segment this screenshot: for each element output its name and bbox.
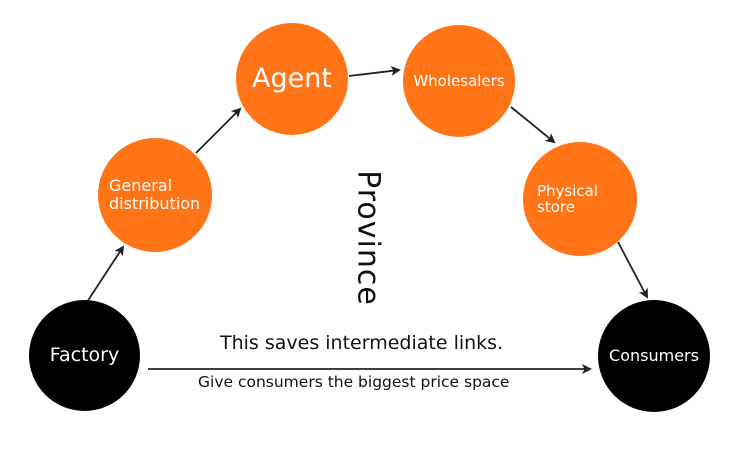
factory-label: Factory	[49, 344, 120, 367]
consumers-label: Consumers	[609, 346, 699, 366]
arrow-agent-to-wholesalers	[348, 65, 401, 77]
physical-store-node: Physical store	[523, 142, 637, 256]
wholesalers-label: Wholesalers	[413, 71, 505, 90]
province-label: Province	[328, 163, 408, 313]
arrow-wholesalers-to-physical	[510, 106, 556, 144]
arrow-general-to-agent	[195, 107, 242, 154]
consumers-node: Consumers	[598, 300, 710, 412]
agent-label: Agent	[252, 63, 332, 95]
saves-links-caption: This saves intermediate links.	[220, 332, 504, 354]
general-distribution-label-line2: distribution	[109, 194, 201, 213]
agent-node: Agent	[236, 23, 348, 135]
arrow-physical-to-consumers	[617, 241, 648, 299]
factory-node: Factory	[29, 300, 140, 411]
physical-store-label-line2: store	[537, 198, 575, 216]
general-distribution-node: General distribution	[98, 138, 212, 252]
province-text: Province	[350, 170, 386, 306]
price-space-caption: Give consumers the biggest price space	[198, 373, 510, 391]
physical-store-label-line1: Physical	[537, 181, 599, 200]
general-distribution-label-line1: General	[109, 176, 173, 196]
arrow-factory-to-general	[86, 245, 125, 303]
wholesalers-node: Wholesalers	[403, 25, 515, 137]
